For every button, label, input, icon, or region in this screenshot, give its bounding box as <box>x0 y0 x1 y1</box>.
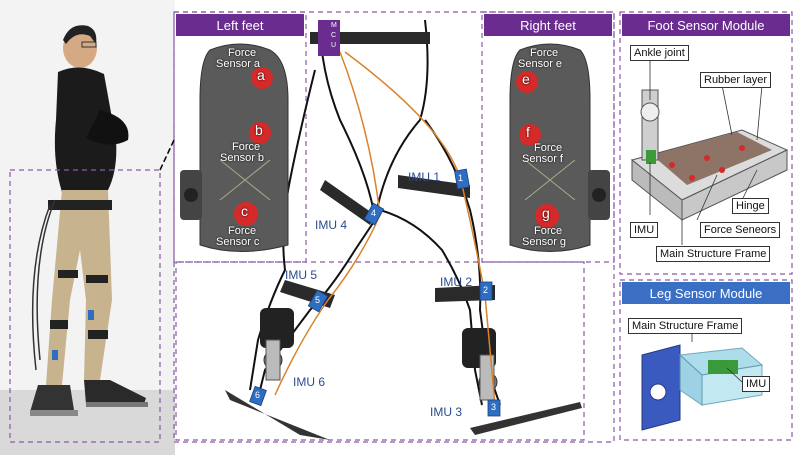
left-sensor-a-line2: Sensor a <box>216 58 261 70</box>
left-sensor-b-line1: Force <box>232 141 261 153</box>
imu-tag-6: 6 <box>255 390 261 400</box>
right-sensor-e-letter: e <box>522 71 530 87</box>
imu-tag-5: 5 <box>315 295 321 305</box>
right-sensor-e-line1: Force <box>530 47 559 59</box>
left-sensor-c-line2: Sensor c <box>216 236 260 248</box>
right-sensor-g-line1: Force <box>534 225 563 237</box>
foot-callout-rubber: Rubber layer <box>700 72 771 88</box>
left-feet-title: Left feet <box>176 14 304 36</box>
imu-6-label: IMU 6 <box>293 375 326 389</box>
foot-callout-ankle: Ankle joint <box>630 45 689 61</box>
imu-tag-2: 2 <box>483 285 489 295</box>
imu-tag-1: 1 <box>458 173 464 183</box>
left-sensor-b-line2: Sensor b <box>220 152 265 164</box>
left-insole <box>180 43 289 252</box>
mcu-label-c: C <box>331 32 337 39</box>
foot-callout-force: Force Seneors <box>700 222 781 238</box>
imu-2-label: IMU 2 <box>440 275 473 289</box>
leg-module-drawing <box>641 328 764 431</box>
leg-callout-frame: Main Structure Frame <box>628 318 743 334</box>
foot-module-drawing <box>630 60 789 245</box>
imu-tag-3: 3 <box>491 402 497 412</box>
foot-callout-imu: IMU <box>630 222 659 238</box>
mcu-label-u: U <box>331 42 337 49</box>
legs-diagram <box>225 19 582 440</box>
right-sensor-e-line2: Sensor e <box>518 58 563 70</box>
person-photo <box>0 0 175 455</box>
right-sensor-g-line2: Sensor g <box>522 236 567 248</box>
leg-module-title: Leg Sensor Module <box>622 282 790 304</box>
mcu-label-m: M <box>331 22 337 29</box>
imu-tag-4: 4 <box>371 208 377 218</box>
imu-5-label: IMU 5 <box>285 268 318 282</box>
right-insole <box>509 43 610 252</box>
left-sensor-c-line1: Force <box>228 225 257 237</box>
right-sensor-f-line2: Sensor f <box>522 153 563 165</box>
right-sensor-f-letter: f <box>526 124 530 140</box>
right-sensor-f-line1: Force <box>534 142 563 154</box>
left-sensor-c-letter: c <box>241 203 248 219</box>
left-sensor-a-line1: Force <box>228 47 257 59</box>
foot-callout-hinge: Hinge <box>732 198 769 214</box>
foot-module-title: Foot Sensor Module <box>622 14 790 36</box>
leg-callout-imu: IMU <box>742 376 771 392</box>
right-feet-title: Right feet <box>484 14 612 36</box>
right-sensor-g-letter: g <box>542 205 550 221</box>
imu-4-label: IMU 4 <box>315 218 348 232</box>
left-sensor-a-letter: a <box>257 67 265 83</box>
imu-1-label: IMU 1 <box>408 170 441 184</box>
left-sensor-b-letter: b <box>255 122 263 138</box>
imu-3-label: IMU 3 <box>430 405 463 419</box>
foot-callout-frame: Main Structure Frame <box>656 246 771 262</box>
